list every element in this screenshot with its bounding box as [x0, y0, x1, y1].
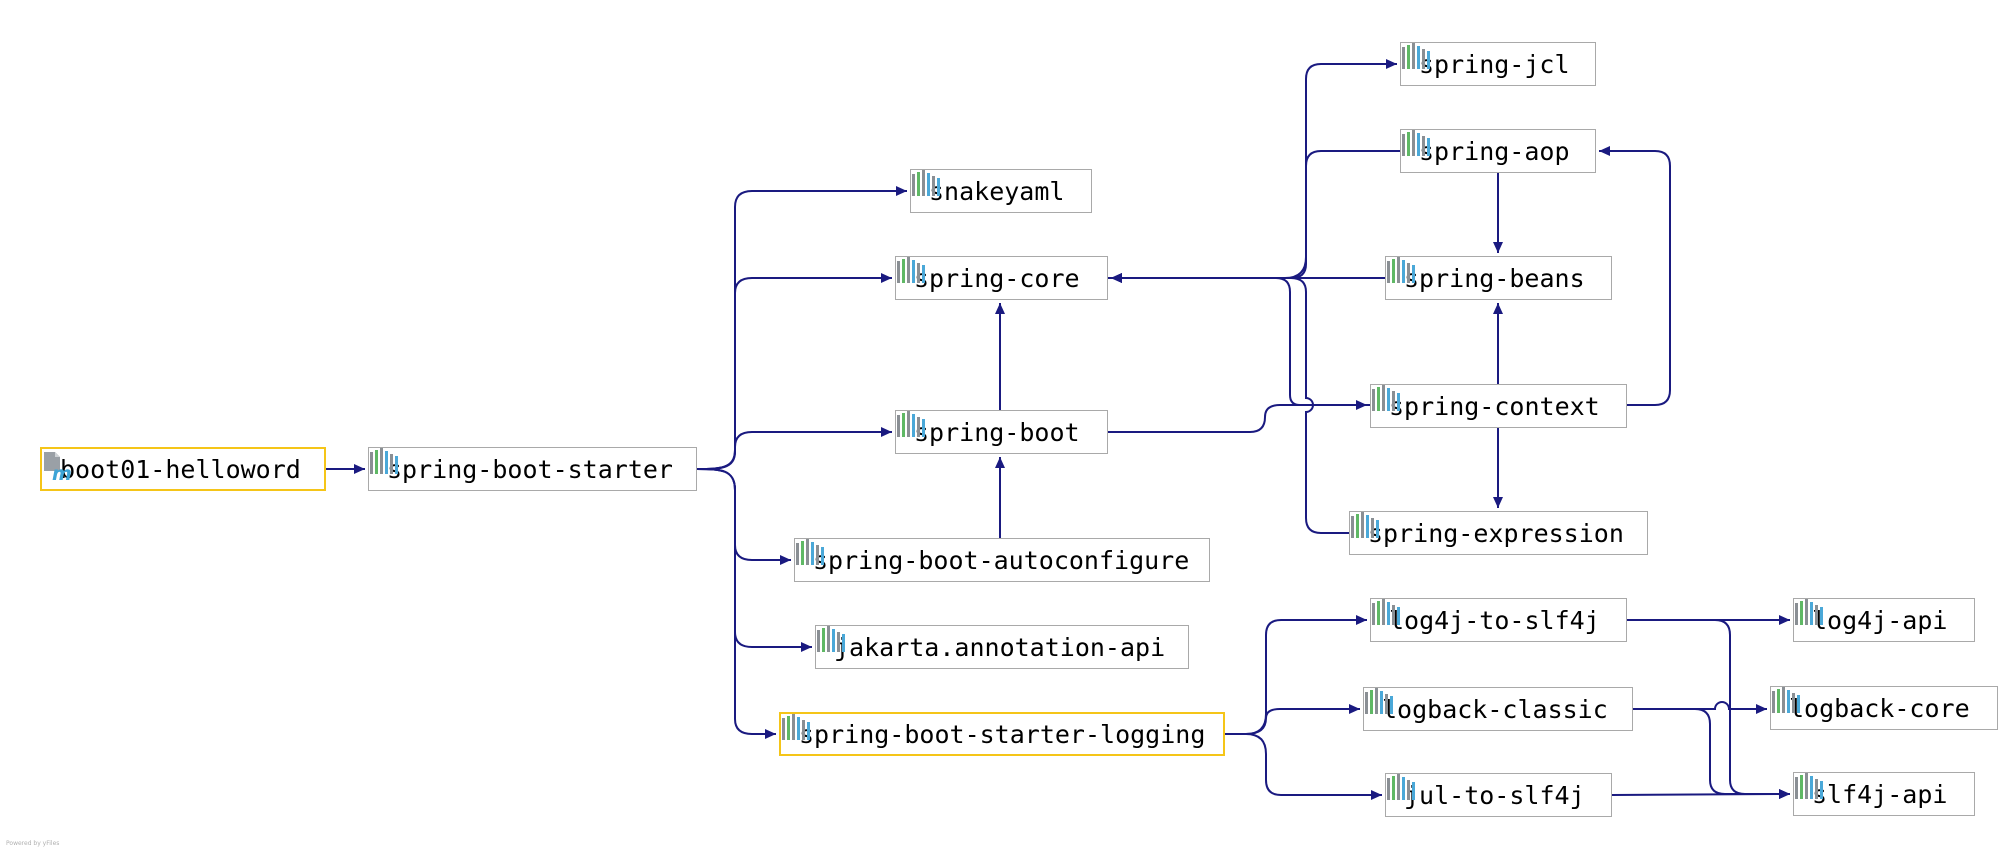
edge-spring-boot-to-spring-context [1108, 400, 1367, 433]
node-spring-aop[interactable]: spring-aop [1400, 129, 1596, 173]
node-spring-beans[interactable]: spring-beans [1385, 256, 1612, 300]
node-label: spring-boot-starter [387, 454, 673, 484]
node-log4j-to-slf4j[interactable]: log4j-to-slf4j [1370, 598, 1627, 642]
node-label: slf4j-api [1812, 779, 1948, 809]
node-spring-expression[interactable]: spring-expression [1349, 511, 1648, 555]
edge-spring-boot-starter-logging-to-logback-classic [1225, 704, 1360, 735]
powered-by-text: Powered by yFiles [6, 840, 60, 847]
edge-spring-context-to-spring-aop [1599, 146, 1671, 406]
edge-spring-boot-starter-to-spring-boot-starter-logging [696, 468, 776, 739]
edge-log4j-to-slf4j-to-slf4j-api [1627, 619, 1790, 799]
node-label: spring-beans [1404, 263, 1585, 293]
node-label: spring-context [1389, 391, 1600, 421]
node-log4j-api[interactable]: log4j-api [1793, 598, 1975, 642]
edge-logback-classic-to-logback-core [1633, 701, 1767, 714]
svg-text:m: m [52, 463, 72, 481]
node-spring-boot-starter-logging[interactable]: spring-boot-starter-logging [779, 712, 1225, 756]
node-label: spring-boot-autoconfigure [813, 545, 1190, 575]
node-spring-jcl[interactable]: spring-jcl [1400, 42, 1596, 86]
node-jul-to-slf4j[interactable]: jul-to-slf4j [1385, 773, 1612, 817]
node-label: boot01-helloword [60, 454, 301, 484]
node-label: logback-classic [1382, 694, 1608, 724]
node-slf4j-api[interactable]: slf4j-api [1793, 772, 1975, 816]
edge-spring-expression-to-spring-core [1111, 273, 1349, 534]
edge-spring-boot-starter-to-spring-boot-autoconfigure [696, 468, 791, 565]
node-label: spring-expression [1368, 518, 1624, 548]
edge-spring-boot-starter-logging-to-log4j-to-slf4j [1225, 615, 1367, 735]
edge-spring-aop-to-spring-core [1111, 150, 1400, 283]
node-spring-context[interactable]: spring-context [1370, 384, 1627, 428]
node-label: snakeyaml [929, 176, 1065, 206]
edge-spring-boot-starter-to-spring-core [696, 273, 892, 470]
node-label: spring-aop [1419, 136, 1570, 166]
edge-spring-core-to-spring-jcl [1108, 59, 1397, 279]
node-spring-boot-starter[interactable]: spring-boot-starter [368, 447, 697, 491]
node-label: log4j-api [1812, 605, 1948, 635]
node-label: log4j-to-slf4j [1389, 605, 1600, 635]
node-label: logback-core [1789, 693, 1970, 723]
edge-spring-boot-starter-to-snakeyaml [696, 186, 907, 470]
node-label: jul-to-slf4j [1404, 780, 1585, 810]
node-spring-boot[interactable]: spring-boot [895, 410, 1108, 454]
node-label: spring-boot [914, 417, 1080, 447]
node-logback-core[interactable]: logback-core [1770, 686, 1998, 730]
node-label: spring-jcl [1419, 49, 1570, 79]
edge-logback-classic-to-slf4j-api [1633, 708, 1790, 799]
edge-spring-boot-starter-logging-to-jul-to-slf4j [1225, 733, 1382, 800]
edge-spring-context-to-spring-core [1111, 273, 1370, 406]
edge-jul-to-slf4j-to-slf4j-api [1611, 789, 1791, 800]
node-spring-boot-autoconfigure[interactable]: spring-boot-autoconfigure [794, 538, 1210, 582]
node-logback-classic[interactable]: logback-classic [1363, 687, 1633, 731]
node-spring-core[interactable]: spring-core [895, 256, 1108, 300]
node-jakarta-annotation-api[interactable]: jakarta.annotation-api [815, 625, 1189, 669]
node-boot01-helloword[interactable]: m boot01-helloword [40, 447, 326, 491]
node-label: spring-boot-starter-logging [799, 719, 1206, 749]
node-snakeyaml[interactable]: snakeyaml [910, 169, 1092, 213]
edge-spring-boot-starter-to-spring-boot [696, 427, 892, 470]
node-label: jakarta.annotation-api [834, 632, 1166, 662]
node-label: spring-core [914, 263, 1080, 293]
